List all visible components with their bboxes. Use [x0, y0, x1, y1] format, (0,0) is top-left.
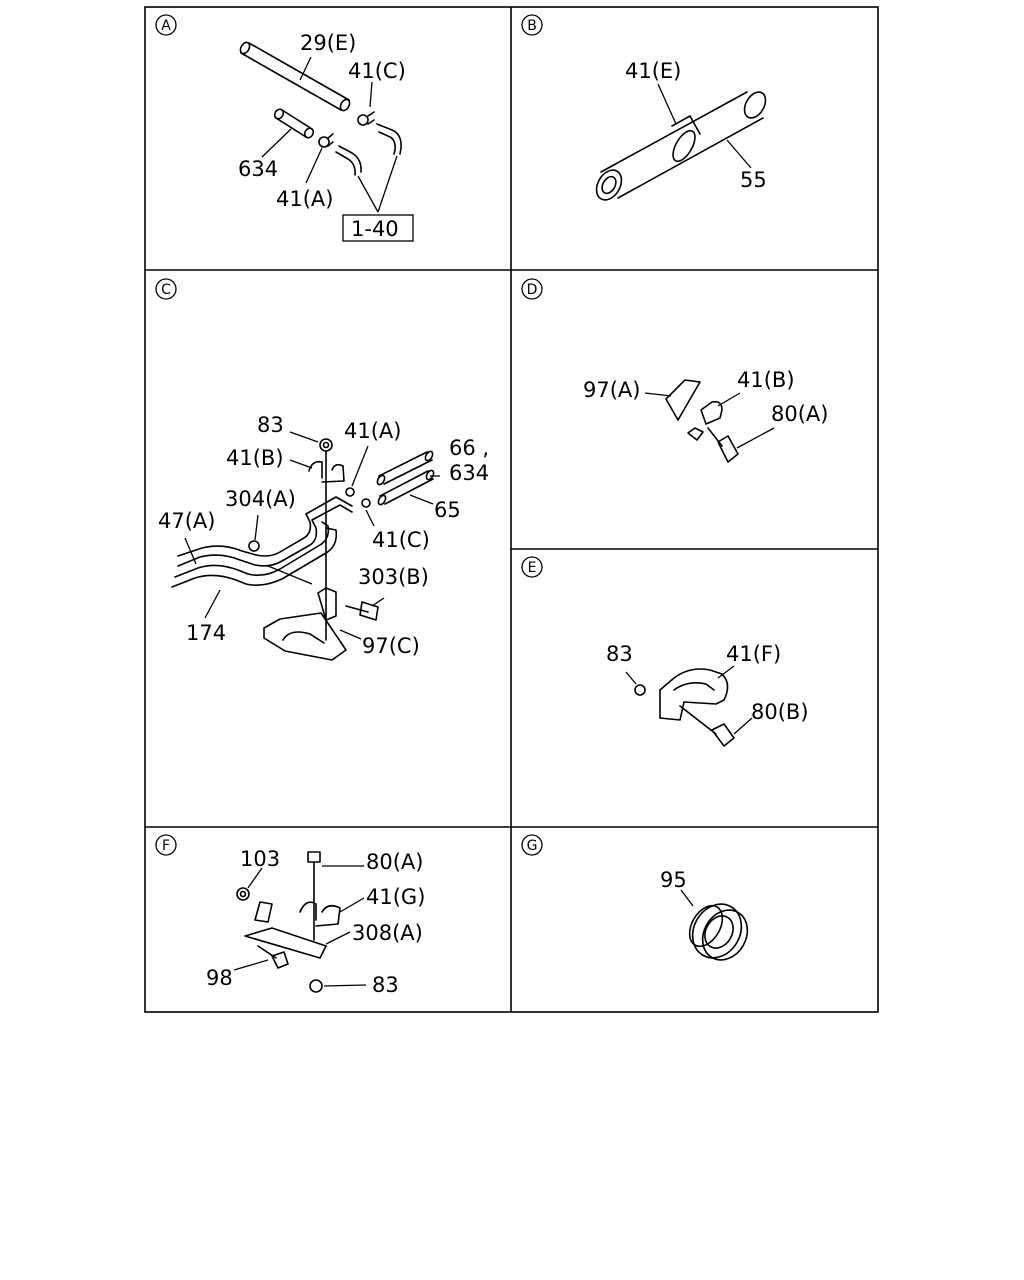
label-308a: 308(A) [352, 921, 423, 945]
svg-text:B: B [527, 18, 537, 34]
label-174: 174 [186, 621, 226, 645]
bracket-97a-drawing [665, 379, 739, 463]
panel-e: E 83 41(F) 80(B) [521, 556, 809, 747]
bracket-97c-drawing [263, 587, 379, 661]
label-ref-1-40: 1-40 [351, 217, 399, 241]
clamp-41a-drawing [318, 133, 334, 148]
label-66: 66 , [449, 436, 489, 460]
panel-g: G 95 [521, 834, 749, 961]
label-47a: 47(A) [158, 509, 215, 533]
clamp-41f-drawing [634, 668, 735, 747]
panel-b-letter-badge: B [521, 14, 543, 36]
svg-text:A: A [161, 18, 171, 34]
pipe-assembly-drawing [171, 496, 353, 588]
label-65: 65 [434, 498, 461, 522]
label-41b: 41(B) [737, 368, 795, 392]
pipe-29e-drawing [239, 41, 351, 112]
label-303b: 303(B) [358, 565, 429, 589]
label-304a: 304(A) [225, 487, 296, 511]
label-103: 103 [240, 847, 280, 871]
panel-d: D 97(A) 41(B) 80(A) [521, 278, 828, 463]
label-29e: 29(E) [300, 31, 356, 55]
clamp-41c-drawing [357, 111, 375, 126]
label-80b: 80(B) [751, 700, 809, 724]
label-95: 95 [660, 868, 687, 892]
bracket-308a-drawing [236, 851, 341, 993]
svg-text:D: D [527, 282, 538, 298]
label-41b: 41(B) [226, 446, 284, 470]
label-55: 55 [740, 168, 767, 192]
label-634: 634 [449, 461, 489, 485]
panel-f-letter-badge: F [155, 834, 177, 856]
panel-b: B 41(E) 55 [521, 14, 767, 201]
label-83: 83 [606, 642, 633, 666]
svg-text:C: C [161, 282, 171, 298]
label-634: 634 [238, 157, 278, 181]
label-97c: 97(C) [362, 634, 420, 658]
panel-a: A [155, 14, 414, 242]
label-41f: 41(F) [726, 642, 781, 666]
panel-g-letter-badge: G [521, 834, 543, 856]
panel-f: F 103 80(A) 41(G) 308(A) 98 83 [155, 834, 425, 997]
panel-c: C [155, 278, 489, 661]
svg-text:E: E [528, 560, 537, 576]
label-98: 98 [206, 966, 233, 990]
grommet-95-drawing [688, 903, 749, 961]
label-80a: 80(A) [366, 850, 423, 874]
clamp-stack-drawing [248, 438, 371, 641]
diagram-frame [144, 6, 879, 1013]
panel-d-letter-badge: D [521, 278, 543, 300]
panel-a-letter-badge: A [155, 14, 177, 36]
label-41e: 41(E) [625, 59, 681, 83]
label-83: 83 [257, 413, 284, 437]
svg-text:G: G [527, 838, 538, 854]
label-41c: 41(C) [372, 528, 430, 552]
band-clamp-41e-drawing [671, 115, 701, 163]
label-41a: 41(A) [344, 419, 401, 443]
hose-elbows-drawing [335, 123, 402, 176]
pipe-55-drawing [595, 91, 767, 201]
label-41a: 41(A) [276, 187, 333, 211]
label-41c: 41(C) [348, 59, 406, 83]
panel-e-letter-badge: E [521, 556, 543, 578]
svg-text:F: F [162, 838, 170, 854]
ref-box [342, 214, 414, 242]
label-80a: 80(A) [771, 402, 828, 426]
panel-c-letter-badge: C [155, 278, 177, 300]
label-83: 83 [372, 973, 399, 997]
pipe-634-drawing [273, 108, 315, 139]
label-97a: 97(A) [583, 378, 640, 402]
label-41g: 41(G) [366, 885, 425, 909]
hoses-65-66-drawing [376, 450, 435, 506]
